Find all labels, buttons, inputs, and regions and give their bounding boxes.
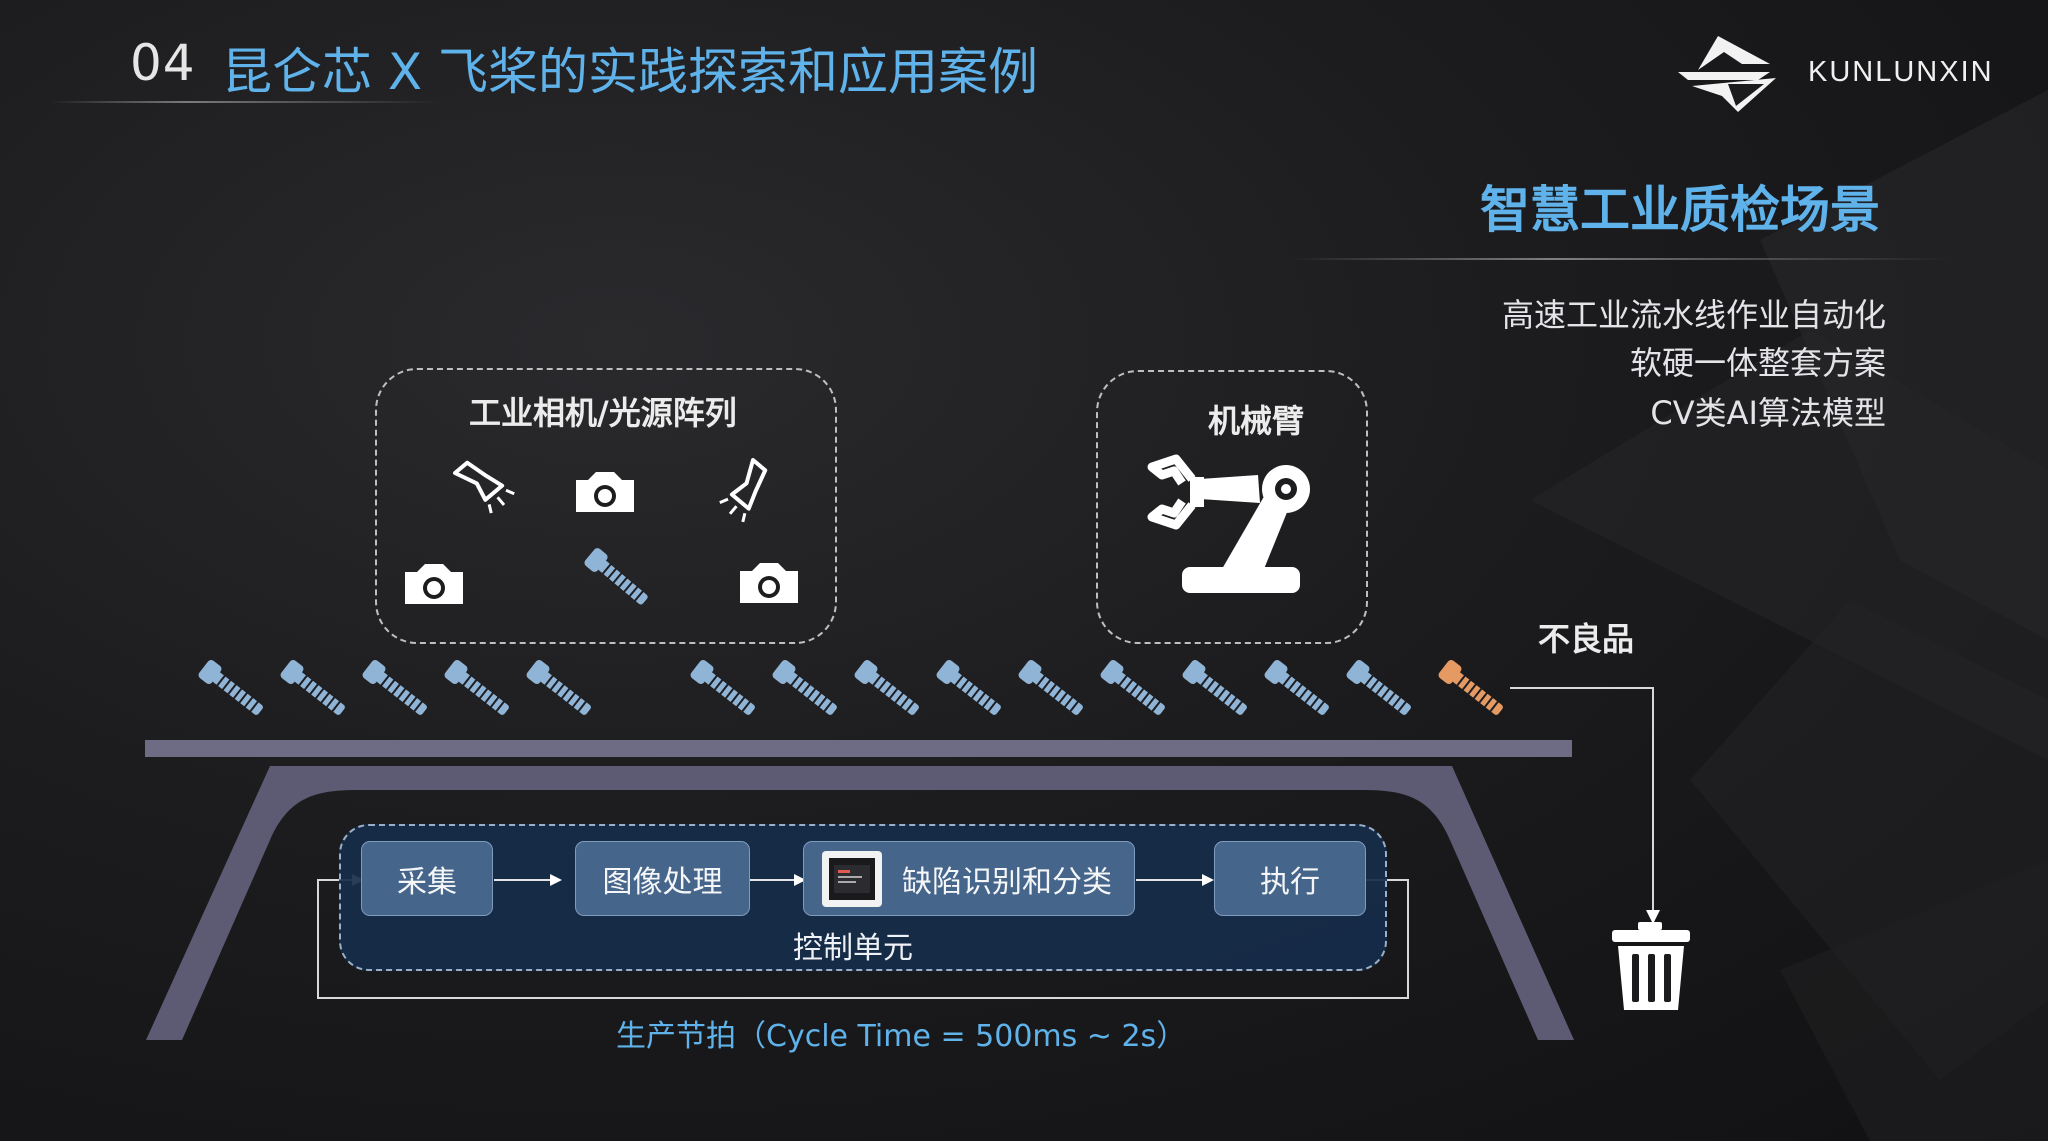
- step-collect-label: 采集: [397, 864, 457, 900]
- step-image-processing-label: 图像处理: [602, 864, 723, 900]
- trash-bin-icon: [1612, 922, 1690, 1010]
- scene-heading: 智慧工业质检场景: [1480, 181, 1880, 239]
- defective-screw-icon: [1435, 657, 1509, 722]
- step-defect-classification-label: 缺陷识别和分类: [902, 864, 1112, 900]
- camera-group-label: 工业相机/光源阵列: [469, 394, 737, 432]
- slide-title: 昆仑芯 X 飞桨的实践探索和应用案例: [222, 43, 1039, 101]
- screw-icon: [441, 657, 515, 722]
- feature-line-2: 软硬一体整套方案: [1629, 344, 1886, 382]
- screw-icon: [523, 657, 597, 722]
- camera-icon: [405, 564, 463, 604]
- chip-icon: [822, 850, 882, 907]
- feature-line-1: 高速工业流水线作业自动化: [1501, 296, 1886, 334]
- conveyor-belt-top: [145, 740, 1572, 757]
- cycle-time-label: 生产节拍（Cycle Time = 500ms ~ 2s）: [616, 1019, 1187, 1054]
- defect-label: 不良品: [1538, 620, 1635, 658]
- robot-arm-icon: [1147, 454, 1310, 593]
- screw-icon: [933, 657, 1007, 722]
- arm-group-label: 机械臂: [1208, 402, 1305, 440]
- screw-icon: [277, 657, 351, 722]
- conveyor-frame: [146, 766, 1574, 1040]
- step-execute: 执行: [1214, 841, 1366, 916]
- camera-array-icons: [405, 450, 798, 611]
- conveyor-screws: [195, 657, 1509, 722]
- reject-path-arrow: [1510, 687, 1660, 924]
- step-image-processing: 图像处理: [575, 841, 750, 916]
- screw-icon: [1343, 657, 1417, 722]
- step-collect: 采集: [361, 841, 493, 916]
- screw-icon: [1015, 657, 1089, 722]
- screw-icon: [1261, 657, 1335, 722]
- screw-icon: [359, 657, 433, 722]
- process-flow-arrows: [494, 874, 1214, 886]
- step-execute-label: 执行: [1260, 864, 1320, 900]
- screw-icon: [687, 657, 761, 722]
- step-defect-classification: 缺陷识别和分类: [803, 841, 1135, 916]
- screw-icon: [1179, 657, 1253, 722]
- heading-underline: [1290, 258, 1950, 260]
- screw-icon: [581, 545, 654, 611]
- feature-line-3: CV类AI算法模型: [1650, 394, 1886, 432]
- camera-light-array-group: 工业相机/光源阵列: [375, 368, 837, 644]
- camera-icon: [740, 563, 798, 603]
- control-unit-label: 控制单元: [793, 931, 913, 966]
- screw-icon: [195, 657, 269, 722]
- kunlunxin-logo-icon: [1678, 36, 1776, 112]
- screw-icon: [1097, 657, 1171, 722]
- camera-icon: [576, 472, 634, 512]
- flashlight-icon: [453, 450, 518, 518]
- flashlight-icon: [715, 458, 780, 526]
- screw-icon: [851, 657, 925, 722]
- title-underline: [50, 101, 440, 103]
- slide-number: 04: [130, 34, 196, 92]
- brand-name: KUNLUNXIN: [1808, 56, 1994, 88]
- robot-arm-group: 机械臂: [1096, 370, 1368, 644]
- screw-icon: [769, 657, 843, 722]
